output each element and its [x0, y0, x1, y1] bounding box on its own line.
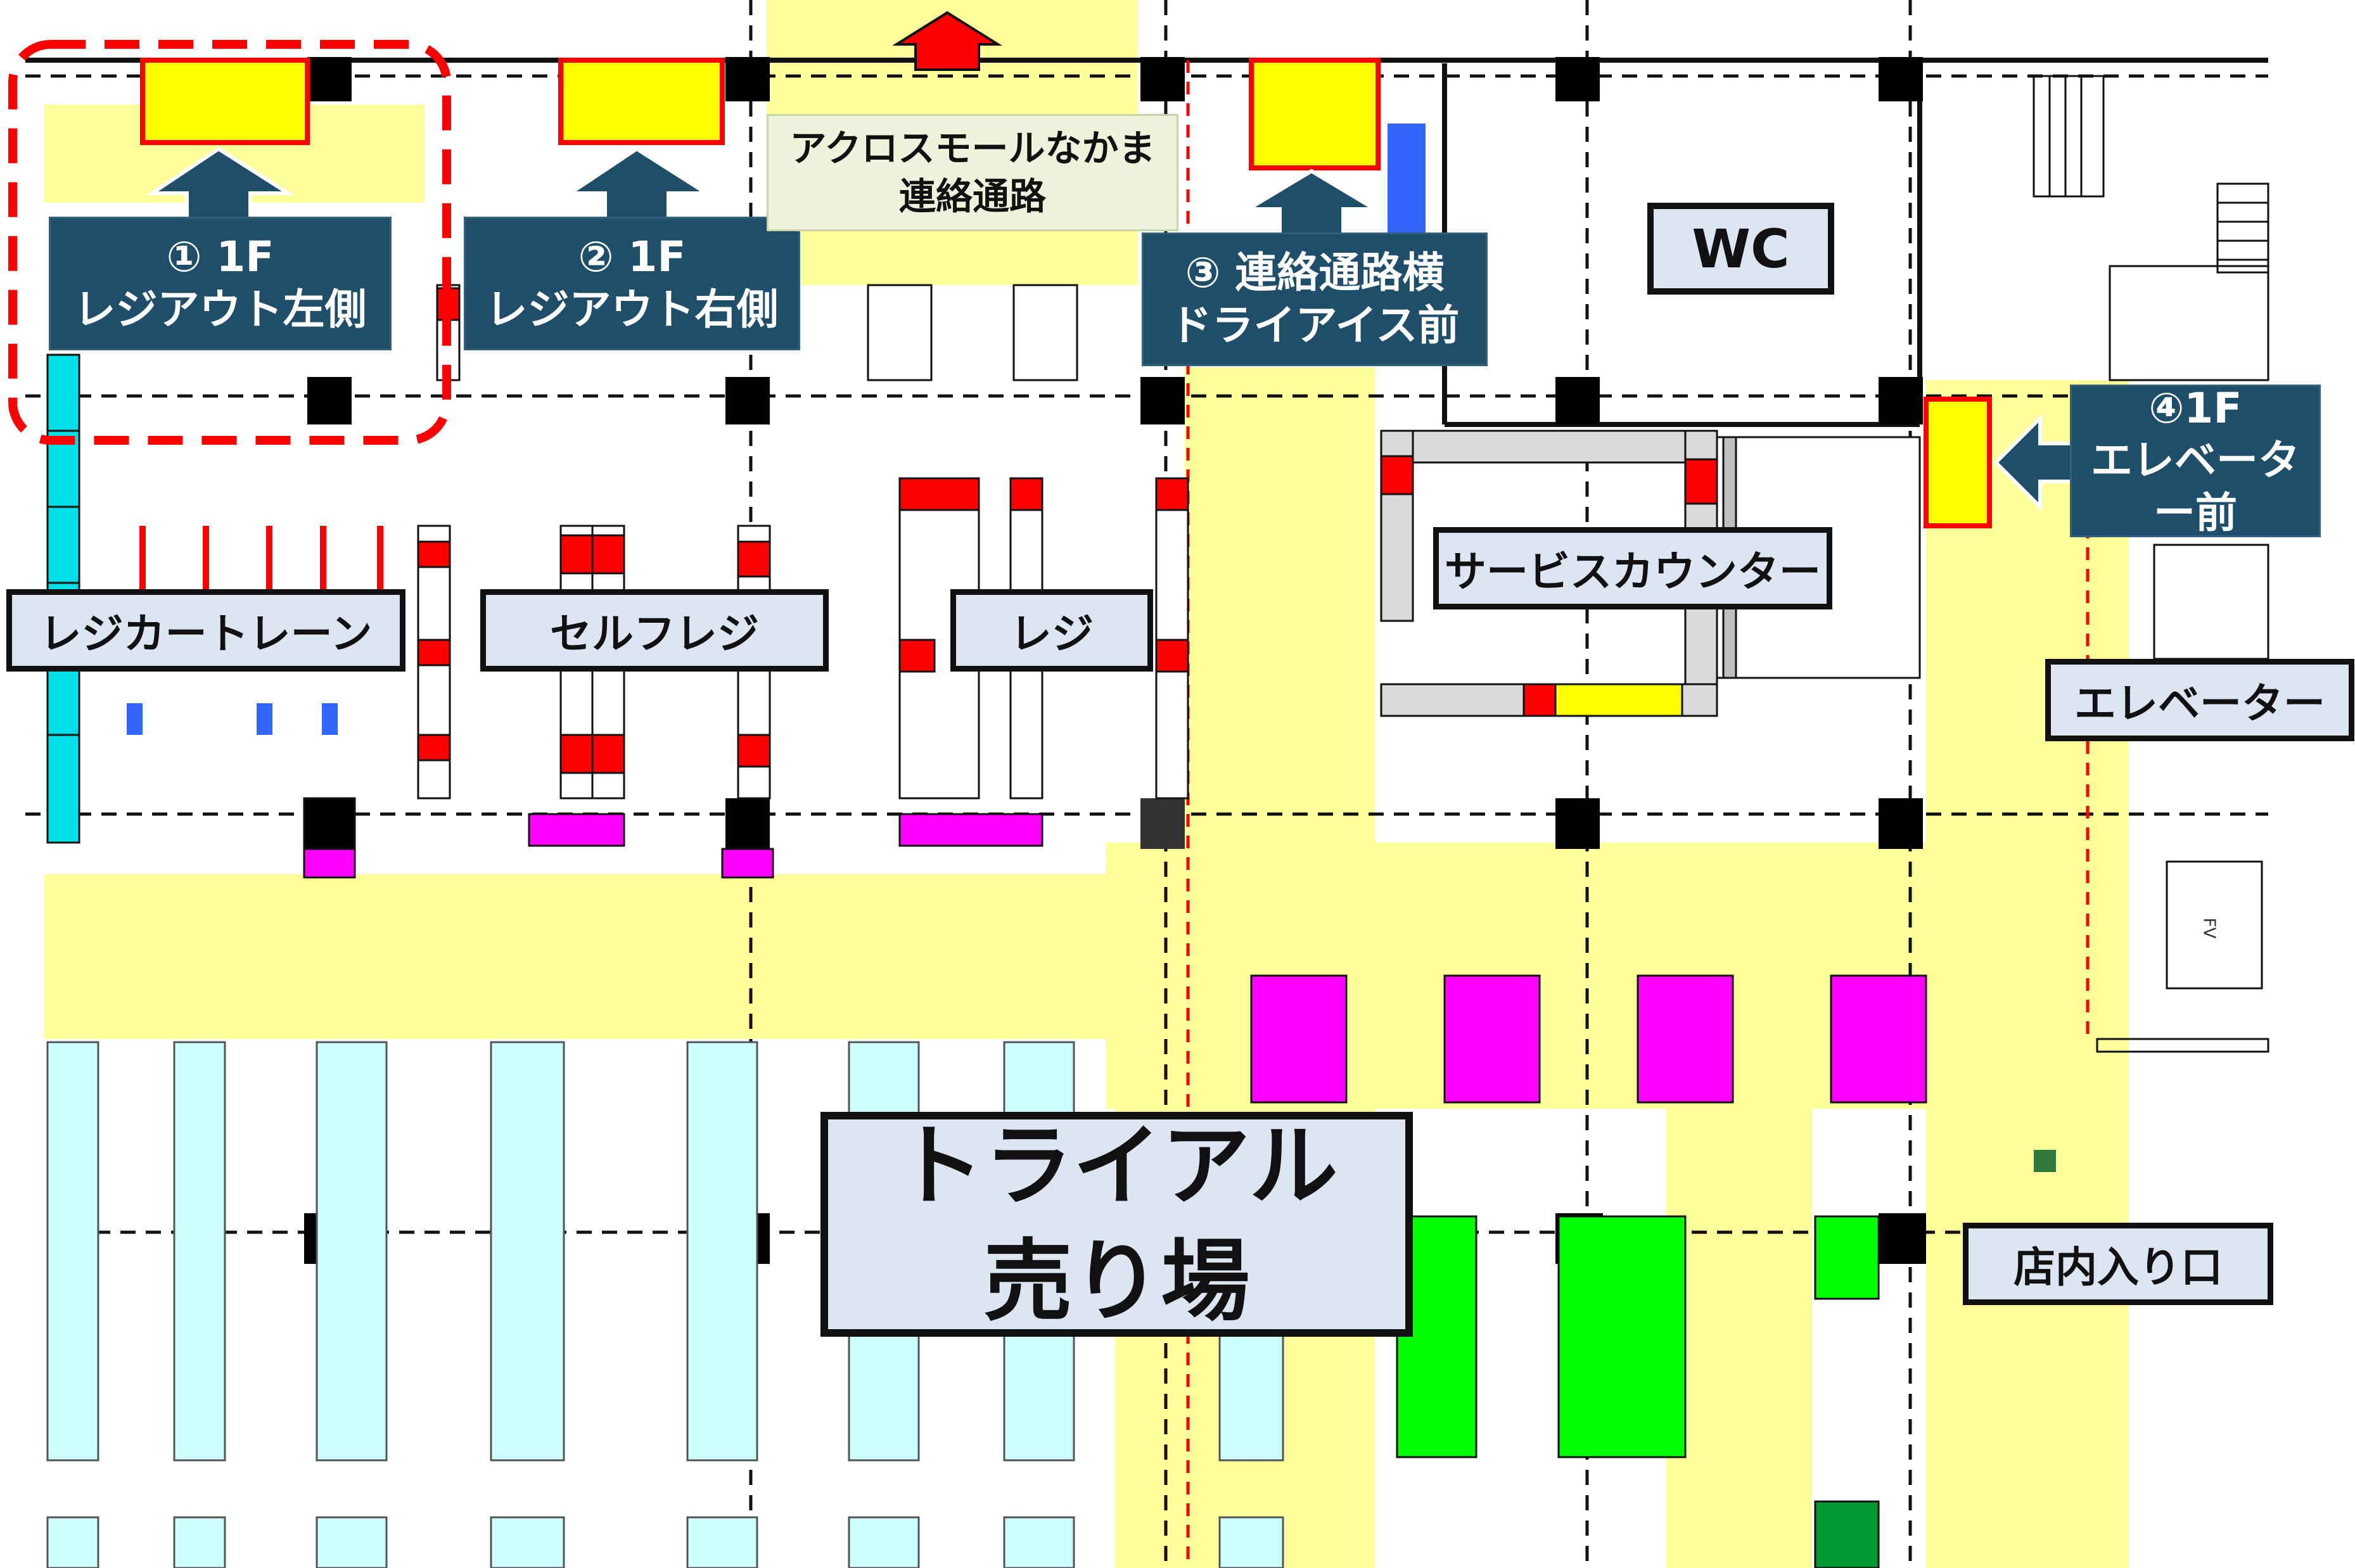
entrance-label: 店内入り口 — [1963, 1223, 2273, 1305]
location-4-number: ④1F — [2148, 383, 2242, 433]
store-floor-line2: 売り場 — [983, 1230, 1250, 1334]
location-1-number: ① 1F — [166, 233, 274, 281]
pillars — [304, 57, 1926, 1264]
corridor-note-line2: 連絡通路 — [898, 174, 1046, 218]
service-counter-label: サービスカウンター — [1433, 527, 1832, 609]
location-2-name: レジアウト右側 — [485, 284, 779, 334]
corridor-note-line1: アクロスモールなかま — [789, 127, 1156, 170]
elevator-label: エレベーター — [2045, 659, 2354, 741]
location-2-callout: ② 1F レジアウト右側 — [466, 219, 798, 348]
service-counter — [1380, 430, 1921, 717]
location-3-number: ③ 連絡通路横 — [1185, 248, 1445, 297]
cart-lane-label: レジカートレーン — [6, 589, 405, 672]
highlight-frame — [8, 40, 451, 445]
location-4-callout: ④1F エレベーター前 — [2072, 383, 2319, 537]
location-4-name: エレベーター前 — [2091, 436, 2300, 537]
location-3-name: ドライアイス前 — [1170, 300, 1460, 350]
corridor-note: アクロスモールなかま 連絡通路 — [767, 114, 1178, 231]
fv-label: FV — [2199, 917, 2219, 939]
magenta-shelves — [1250, 974, 1927, 1104]
entrance-icon — [2034, 1150, 2056, 1172]
location-3-callout: ③ 連絡通路横 ドライアイス前 — [1144, 234, 1486, 364]
green-shelves — [1396, 1215, 1880, 1568]
register-label: レジ — [950, 589, 1153, 672]
store-floor-label: トライアル 売り場 — [820, 1112, 1413, 1337]
register-stations — [303, 284, 1189, 879]
location-1-callout: ① 1F レジアウト左側 — [51, 219, 390, 348]
stairs — [2033, 75, 2269, 1053]
store-floor-line1: トライアル — [895, 1114, 1338, 1218]
wc-label: WC — [1647, 203, 1834, 295]
location-markers — [140, 58, 1992, 528]
cart-lane-red-markers — [139, 526, 383, 589]
self-register-label: セルフレジ — [480, 589, 829, 672]
corridor-arrow-icon — [892, 11, 1002, 71]
location-1-name: レジアウト左側 — [73, 284, 367, 334]
location-2-number: ② 1F — [578, 233, 686, 281]
